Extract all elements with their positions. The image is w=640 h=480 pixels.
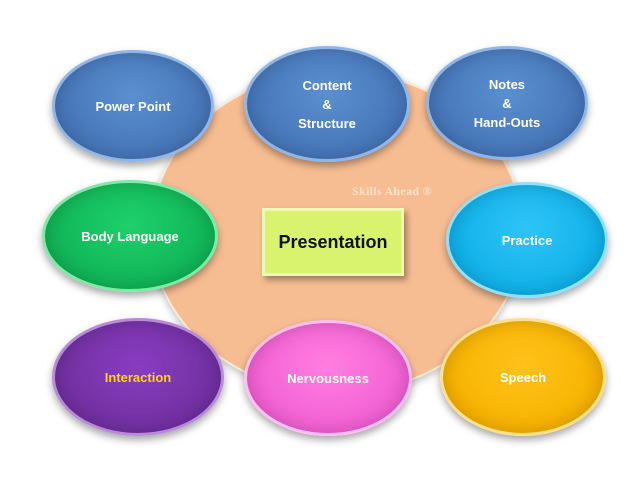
node-interaction: Interaction <box>52 318 224 436</box>
watermark-text: Skills Ahead ® <box>352 184 432 198</box>
center-topic-box: Presentation <box>262 208 404 276</box>
node-interaction-label: Interaction <box>104 369 172 385</box>
node-notes-handouts-label: Notes & Hand-Outs <box>473 76 541 130</box>
center-topic-label: Presentation <box>278 231 388 252</box>
node-power-point: Power Point <box>52 50 214 162</box>
node-practice-label: Practice <box>501 232 553 248</box>
node-content-structure-label: Content & Structure <box>298 77 356 131</box>
node-speech: Speech <box>440 318 606 436</box>
node-power-point-label: Power Point <box>95 98 171 114</box>
node-notes-handouts: Notes & Hand-Outs <box>426 46 588 160</box>
node-body-language-label: Body Language <box>81 228 179 244</box>
node-nervousness: Nervousness <box>244 320 412 436</box>
node-practice: Practice <box>446 182 608 298</box>
node-content-structure: Content & Structure <box>244 46 410 162</box>
node-body-language: Body Language <box>42 180 218 292</box>
node-nervousness-label: Nervousness <box>287 370 369 386</box>
node-speech-label: Speech <box>499 369 547 385</box>
